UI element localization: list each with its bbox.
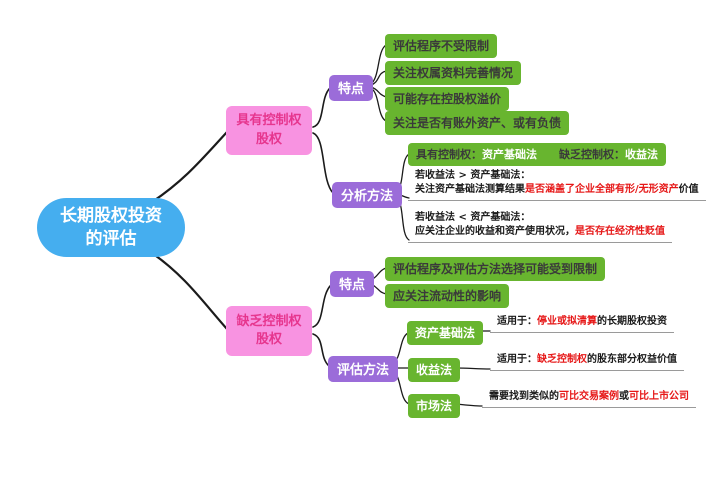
method-asset-based[interactable]: 资产基础法 [407,321,484,345]
summary-value-asset-method: 资产基础法 [482,148,537,161]
branch-non-controlling[interactable]: 缺乏控制权 股权 [226,306,312,356]
branch-controlling-label-line2: 股权 [255,131,282,147]
leaf-procedure-unrestricted[interactable]: 评估程序不受限制 [385,34,498,58]
leaf-control-premium[interactable]: 可能存在控股权溢价 [385,87,510,111]
leaf-method-summary[interactable]: 具有控制权：资产基础法 缺乏控制权：收益法 [408,143,666,166]
annotation-market-highlight1: 可比交易案例 [559,391,619,402]
note-income-less-highlight: 是否存在经济性贬值 [575,226,665,237]
note-income-greater-line2: 关注资产基础法测算结果是否涵盖了企业全部有形/无形资产价值 [415,184,699,195]
summary-value-income-method: 收益法 [625,148,658,161]
annotation-income[interactable]: 适用于：缺乏控制权的股东部分权益价值 [490,352,684,371]
node-controlling-features[interactable]: 特点 [329,75,374,101]
branch-controlling-label-line1: 具有控制权 [236,113,302,129]
root-topic-label-line2: 的评估 [85,228,137,249]
leaf-ownership-documents[interactable]: 关注权属资料完善情况 [385,61,522,85]
method-market[interactable]: 市场法 [408,394,461,418]
leaf-offbook-assets[interactable]: 关注是否有账外资产、或有负债 [385,111,570,135]
annotation-asset-based-highlight: 停业或拟清算 [537,316,597,327]
summary-key-controlling: 具有控制权： [416,148,482,161]
branch-controlling[interactable]: 具有控制权 股权 [226,106,312,155]
branch-non-controlling-label-line1: 缺乏控制权 [236,313,302,329]
note-income-greater[interactable]: 若收益法 > 资产基础法： 关注资产基础法测算结果是否涵盖了企业全部有形/无形资… [408,168,706,201]
annotation-market[interactable]: 需要找到类似的可比交易案例或可比上市公司 [482,389,696,408]
branch-non-controlling-label-line2: 股权 [255,332,282,347]
leaf-method-selection-limited[interactable]: 评估程序及评估方法选择可能受到限制 [385,257,606,281]
node-analysis-method[interactable]: 分析方法 [332,182,403,208]
node-valuation-methods[interactable]: 评估方法 [328,356,399,382]
node-non-controlling-features[interactable]: 特点 [330,271,375,297]
annotation-market-highlight2: 可比上市公司 [629,391,689,402]
root-topic[interactable]: 长期股权投资 的评估 [37,198,185,257]
note-income-less[interactable]: 若收益法 < 资产基础法： 应关注企业的收益和资产使用状况，是否存在经济性贬值 [408,210,672,243]
method-income[interactable]: 收益法 [408,358,461,382]
annotation-asset-based[interactable]: 适用于：停业或拟清算的长期股权投资 [490,314,674,333]
note-income-greater-highlight: 是否涵盖了企业全部有形/无形资产 [525,184,679,195]
note-income-greater-line1: 若收益法 > 资产基础法： [415,170,531,181]
root-topic-label-line1: 长期股权投资 [60,206,162,227]
annotation-income-highlight: 缺乏控制权 [537,354,587,365]
leaf-liquidity-impact[interactable]: 应关注流动性的影响 [385,284,510,308]
summary-key-non-controlling: 缺乏控制权： [559,148,625,161]
note-income-less-line2: 应关注企业的收益和资产使用状况，是否存在经济性贬值 [415,226,665,237]
note-income-less-line1: 若收益法 < 资产基础法： [415,212,531,223]
